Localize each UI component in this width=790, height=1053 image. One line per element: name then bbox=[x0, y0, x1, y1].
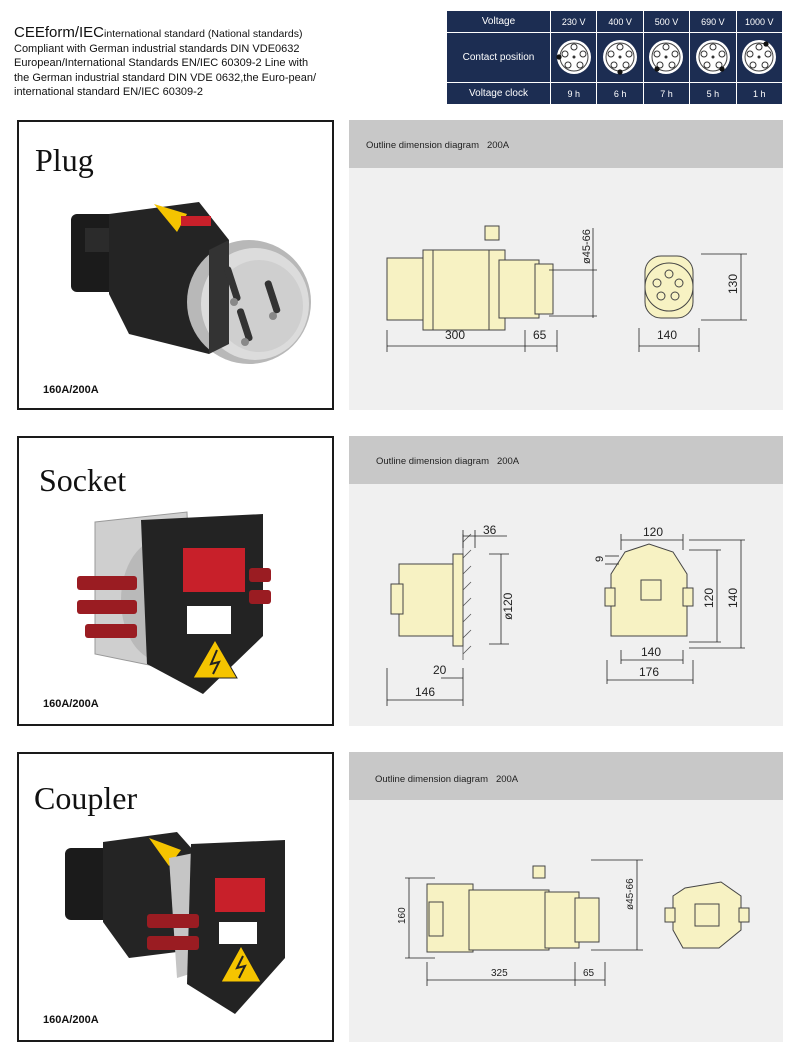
standards-line-2: Compliant with German industrial standar… bbox=[14, 42, 300, 55]
coupler-dim-tail: 65 bbox=[583, 968, 595, 979]
coupler-photo bbox=[65, 832, 285, 1014]
clock-cell: 6 h bbox=[596, 82, 644, 105]
standards-line-1: international standard (National standar… bbox=[104, 28, 303, 40]
contact-position-cell bbox=[596, 32, 644, 83]
socket-dimension-panel: Outline dimension diagram 200A bbox=[349, 436, 783, 726]
plug-product-card: Plug 160A/200A bbox=[17, 120, 334, 410]
socket-dim-depth: 20 bbox=[433, 663, 447, 677]
clock-cell: 1 h bbox=[735, 82, 784, 105]
voltage-cell: 1000 V bbox=[735, 10, 784, 33]
clock-cell: 7 h bbox=[642, 82, 691, 105]
voltage-cell: 500 V bbox=[642, 10, 691, 33]
plug-dimension-panel: Outline dimension diagram 200A 3 bbox=[349, 120, 783, 410]
plug-title: Plug bbox=[35, 142, 94, 178]
coupler-product-card: Coupler 160A/200A bbox=[17, 752, 334, 1042]
socket-dim-outer-height: 140 bbox=[726, 588, 740, 608]
voltage-cell: 690 V bbox=[689, 10, 737, 33]
coupler-dim-length: 325 bbox=[491, 968, 508, 979]
voltage-row-label: Voltage bbox=[446, 10, 551, 33]
socket-photo bbox=[77, 511, 271, 694]
clock-cell: 9 h bbox=[549, 82, 598, 105]
socket-dim-inner-height: 120 bbox=[702, 588, 716, 608]
contact-position-icon bbox=[603, 39, 638, 75]
plug-dimension-title: Outline dimension diagram 200A bbox=[366, 140, 510, 151]
voltage-cell: 230 V bbox=[549, 10, 598, 33]
plug-dim-length: 300 bbox=[445, 328, 465, 342]
plug-dim-tail: 65 bbox=[533, 328, 547, 342]
coupler-dimension-header: Outline dimension diagram 200A bbox=[349, 752, 783, 800]
standards-description: CEEform/IECinternational standard (Natio… bbox=[14, 24, 434, 100]
socket-dim-diameter: ø120 bbox=[501, 592, 515, 620]
voltage-cell: 400 V bbox=[596, 10, 644, 33]
coupler-dimension-drawing: 160 ø45-66 325 65 bbox=[397, 859, 750, 986]
plug-rating: 160A/200A bbox=[43, 384, 99, 396]
socket-dim-flange: 36 bbox=[483, 523, 497, 537]
socket-dim-outer-width: 176 bbox=[639, 665, 659, 679]
socket-dim-offset: 9 bbox=[594, 556, 606, 562]
socket-dim-total: 146 bbox=[415, 685, 435, 699]
plug-photo bbox=[71, 202, 311, 364]
contact-position-cell bbox=[642, 32, 691, 83]
plug-dimension-header: Outline dimension diagram 200A bbox=[349, 120, 783, 168]
brand-label: CEEform/IEC bbox=[14, 24, 105, 41]
contact-position-cell bbox=[689, 32, 737, 83]
voltage-clock-row: Voltage clock 9 h 6 h 7 h 5 h 1 h bbox=[446, 82, 784, 105]
plug-dim-height: 130 bbox=[726, 274, 740, 294]
coupler-dimension-title: Outline dimension diagram 200A bbox=[375, 774, 519, 785]
coupler-dim-cable: ø45-66 bbox=[625, 878, 636, 910]
coupler-dim-height: 160 bbox=[397, 907, 408, 924]
socket-product-card: Socket 160A/200A bbox=[17, 436, 334, 726]
voltage-table: Voltage 230 V 400 V 500 V 690 V 1000 V C… bbox=[446, 10, 784, 105]
contact-position-icon bbox=[556, 39, 591, 74]
plug-dim-width: 140 bbox=[657, 328, 677, 342]
contact-position-icon bbox=[695, 39, 730, 74]
socket-dimension-title: Outline dimension diagram 200A bbox=[376, 456, 520, 467]
voltage-row: Voltage 230 V 400 V 500 V 690 V 1000 V bbox=[446, 10, 784, 33]
clock-cell: 5 h bbox=[689, 82, 737, 105]
coupler-dimension-panel: Outline dimension diagram 200A 160 ø45-6… bbox=[349, 752, 783, 1042]
contact-position-label: Contact position bbox=[446, 32, 551, 83]
plug-dimension-drawing: 300 65 ø45-66 140 130 bbox=[386, 225, 747, 352]
plug-dim-cable: ø45-66 bbox=[581, 229, 593, 264]
coupler-title: Coupler bbox=[34, 780, 138, 816]
socket-dim-inner-width: 140 bbox=[641, 645, 661, 659]
contact-position-cell bbox=[735, 32, 784, 83]
contact-position-icon bbox=[649, 39, 684, 74]
voltage-clock-label: Voltage clock bbox=[446, 82, 551, 105]
socket-dimension-drawing: 36 ø120 20 146 9 120 120 140 140 176 bbox=[386, 523, 745, 706]
contact-position-icon bbox=[742, 39, 777, 74]
standards-line-4: the German industrial standard DIN VDE 0… bbox=[14, 71, 317, 84]
socket-rating: 160A/200A bbox=[43, 698, 99, 710]
contact-position-row: Contact position bbox=[446, 32, 784, 83]
socket-dimension-header: Outline dimension diagram 200A bbox=[349, 436, 783, 484]
socket-dim-top-width: 120 bbox=[643, 525, 663, 539]
socket-title: Socket bbox=[39, 462, 127, 498]
standards-line-5: international standard EN/IEC 60309-2 bbox=[14, 86, 203, 98]
standards-line-3: European/International Standards EN/IEC … bbox=[14, 57, 309, 69]
coupler-rating: 160A/200A bbox=[43, 1014, 99, 1026]
contact-position-cell bbox=[549, 32, 598, 83]
